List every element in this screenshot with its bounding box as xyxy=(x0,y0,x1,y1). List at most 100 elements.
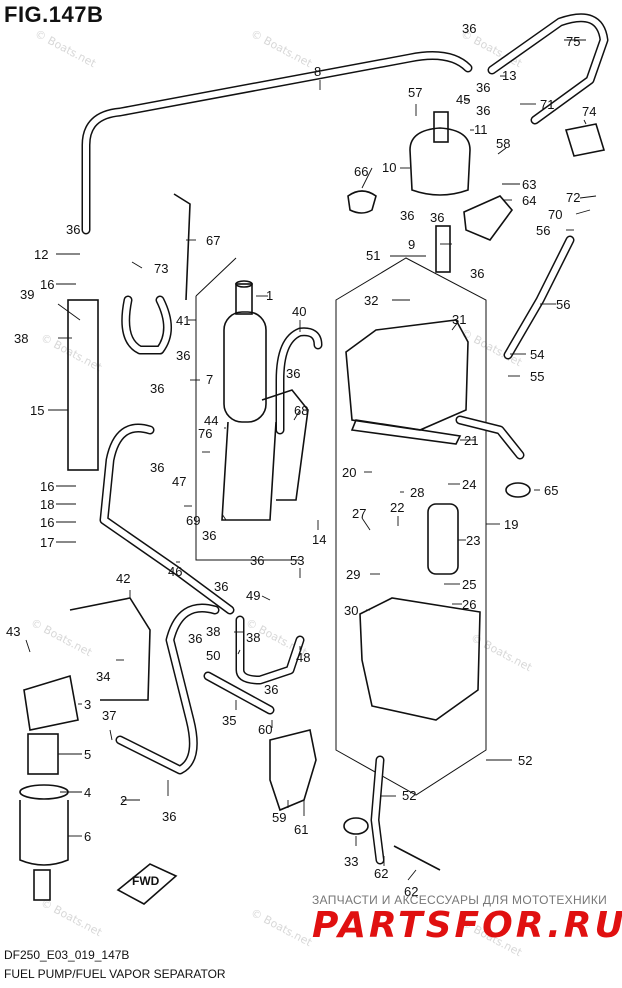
callout-label: 37 xyxy=(102,708,116,723)
fwd-arrow-shape xyxy=(116,863,178,905)
callout-label: 56 xyxy=(556,297,570,312)
callout-label: 36 xyxy=(162,809,176,824)
callout-label: 60 xyxy=(258,722,272,737)
callout-labels: 1 2 3 4 5 6 7 8 9 10 11 12 13 14 15 16 1… xyxy=(6,21,596,899)
callout-label: 12 xyxy=(34,247,48,262)
callout-label: 11 xyxy=(474,122,488,137)
filter-drain xyxy=(33,869,51,901)
separator-lid-10 xyxy=(409,127,471,196)
callout-label: 72 xyxy=(566,190,580,205)
callout-label: 42 xyxy=(116,571,130,586)
callout-label: 36 xyxy=(286,366,300,381)
callout-label: 71 xyxy=(540,97,554,112)
callout-label: 56 xyxy=(536,223,550,238)
callout-label: 38 xyxy=(14,331,28,346)
callout-label: 49 xyxy=(246,588,260,603)
bolt-63 xyxy=(393,845,441,871)
callout-label: 13 xyxy=(502,68,516,83)
callout-label: 73 xyxy=(154,261,168,276)
grommet-66 xyxy=(505,482,531,498)
pump-frame-line xyxy=(195,257,237,297)
callout-label: 41 xyxy=(176,313,190,328)
callout-label: 36 xyxy=(250,553,264,568)
watermark-text: © Boats.net xyxy=(29,616,95,659)
callout-label: 57 xyxy=(408,85,422,100)
callout-label: 54 xyxy=(530,347,544,362)
separator-lower-body xyxy=(359,597,481,721)
clamp-75 xyxy=(564,123,606,157)
callout-label: 33 xyxy=(344,854,358,869)
fuel-pump-cap xyxy=(235,280,253,288)
callout-label: 2 xyxy=(120,793,127,808)
tube-9 xyxy=(435,225,451,273)
fuel-pump-neck xyxy=(235,283,253,315)
callout-label: 48 xyxy=(296,650,310,665)
gasket-21 xyxy=(350,419,462,445)
filter-element-5 xyxy=(27,733,59,775)
callout-label: 62 xyxy=(374,866,388,881)
callout-label: 51 xyxy=(366,248,380,263)
callout-label: 25 xyxy=(462,577,476,592)
callout-label: 76 xyxy=(198,426,212,441)
callout-label: 38 xyxy=(206,624,220,639)
hose-57-inner xyxy=(505,237,573,358)
hose-51-inner xyxy=(237,617,303,683)
callout-label: 36 xyxy=(264,682,278,697)
leader-lines xyxy=(25,39,597,881)
callout-label: 52 xyxy=(518,753,532,768)
callout-label: 62 xyxy=(404,884,418,899)
callout-label: 8 xyxy=(314,64,321,79)
brand-tagline: ЗАПЧАСТИ И АКСЕССУАРЫ ДЛЯ МОТОТЕХНИКИ xyxy=(312,893,608,907)
callout-label: 39 xyxy=(20,287,34,302)
hose-42-inner xyxy=(122,297,171,353)
callout-label: 17 xyxy=(40,535,54,550)
callout-label: 74 xyxy=(582,104,596,119)
callout-label: 47 xyxy=(172,474,186,489)
separator-neck xyxy=(433,111,449,143)
callout-label: 36 xyxy=(476,103,490,118)
callout-label: 36 xyxy=(214,579,228,594)
assembly-frames xyxy=(195,257,487,796)
callout-label: 63 xyxy=(522,177,536,192)
callout-label: 75 xyxy=(566,34,580,49)
callout-label: 65 xyxy=(544,483,558,498)
callout-label: 67 xyxy=(206,233,220,248)
filter-cap-3 xyxy=(23,674,79,731)
grommet-33 xyxy=(343,817,369,835)
callout-label: 10 xyxy=(382,160,396,175)
callout-label: 68 xyxy=(294,403,308,418)
callout-label: 23 xyxy=(466,533,480,548)
hose-47-inner xyxy=(101,425,233,613)
model-code: DF250_E03_019_147B xyxy=(4,948,130,962)
callout-label: 9 xyxy=(408,237,415,252)
fuel-pump-body xyxy=(223,311,267,423)
figure-title: FIG.147B xyxy=(4,2,104,27)
callout-label: 7 xyxy=(206,372,213,387)
callout-label: 50 xyxy=(206,648,220,663)
callout-label: 52 xyxy=(402,788,416,803)
callout-label: 16 xyxy=(40,479,54,494)
callout-label: 46 xyxy=(168,564,182,579)
hose-41-inner xyxy=(277,328,321,433)
callout-label: 26 xyxy=(462,597,476,612)
hose-8-inner xyxy=(83,52,471,233)
callout-label: 1 xyxy=(266,288,273,303)
callout-label: 69 xyxy=(186,513,200,528)
tie-strap-68 xyxy=(173,193,191,301)
callout-label: 15 xyxy=(30,403,44,418)
callout-label: 43 xyxy=(6,624,20,639)
callout-label: 64 xyxy=(522,193,536,208)
callout-label: 16 xyxy=(40,515,54,530)
brand-logo: PARTSFOR.RU xyxy=(312,905,622,946)
watermark-text: © Boats.net xyxy=(33,27,99,70)
separator-frame xyxy=(335,257,487,796)
separator-upper-body xyxy=(345,319,469,431)
callout-label: 27 xyxy=(352,506,366,521)
figure-caption: FUEL PUMP/FUEL VAPOR SEPARATOR xyxy=(4,967,226,981)
callout-label: 59 xyxy=(272,810,286,825)
bracket-15 xyxy=(67,299,99,471)
callout-label: 4 xyxy=(84,785,91,800)
callout-label: 58 xyxy=(496,136,510,151)
